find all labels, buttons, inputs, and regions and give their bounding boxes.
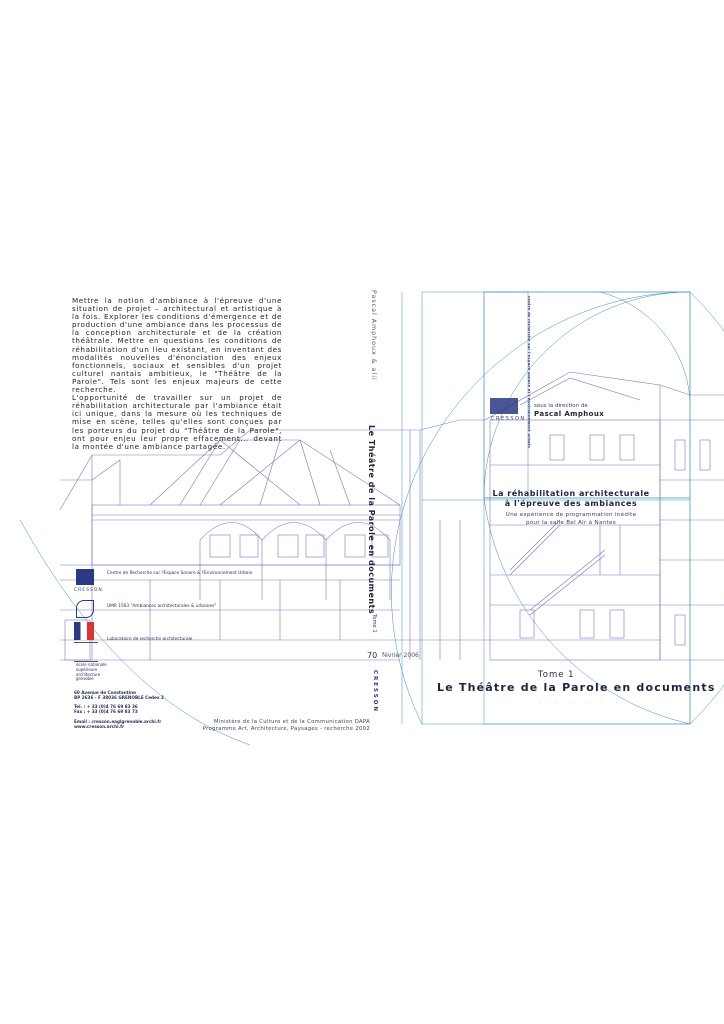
- front-vertical-label: centre de recherche sur l'espace sonore …: [527, 296, 531, 449]
- web-block: Email : cresson.eaglgrenoble.archi.fr ww…: [74, 719, 161, 729]
- director-name: Pascal Amphoux: [534, 410, 605, 418]
- lab-label: UMR 1563 "Ambiances architecturales & ur…: [107, 604, 217, 609]
- program-line: Programme Art, Architecture, Paysages - …: [202, 725, 370, 732]
- document-title: Le Théâtre de la Parole en documents: [437, 681, 716, 694]
- lab-label: Laboratoire de recherche architecturale: [107, 637, 193, 642]
- phone-block: Tel. : + 33 (0)4 76 69 83 36 Fax : + 33 …: [74, 704, 138, 714]
- phone-line: Tel. : + 33 (0)4 76 69 83 36: [74, 704, 138, 709]
- tome-label: Tome 1: [538, 670, 575, 680]
- email-link[interactable]: Email : cresson.eaglgrenoble.archi.fr: [74, 719, 162, 724]
- decorative-dots: · · · · · ·: [540, 700, 624, 706]
- spine-number: 70: [367, 651, 378, 660]
- cresson-logo: [76, 569, 94, 585]
- spine-logo: CRESSON: [372, 670, 378, 713]
- fax-line: Fax : + 33 (0)4 76 69 83 73: [74, 709, 138, 715]
- website-link[interactable]: www.cresson.archi.fr: [74, 724, 125, 730]
- direction-label: sous la direction de: [534, 403, 588, 409]
- main-title: La réhabilitation architecturale à l'épr…: [482, 489, 660, 508]
- main-title-line: à l'épreuve des ambiances: [504, 498, 638, 508]
- spine-author: Pascal Amphoux & alii: [370, 290, 377, 381]
- front-cresson-text: CRESSON: [491, 416, 526, 422]
- school-line: supérieure: [76, 666, 98, 672]
- back-cover-paragraph: L'opportunité de travailler sur un proje…: [72, 393, 282, 451]
- sub-title-line: Une expérience de programmation inédite: [505, 512, 637, 518]
- spine-tome: Tome 1: [371, 614, 377, 633]
- spine-date: février 2006: [382, 652, 419, 659]
- school-line: architecture: [76, 671, 101, 677]
- address-line: BP 2636 - F 38036 GRENOBLE Cedex 2: [74, 695, 164, 701]
- school-line: école nationale: [76, 662, 107, 667]
- school-name: école nationale supérieure architecture …: [76, 662, 107, 682]
- sub-title-line: pour la salle Bel Air à Nantes: [525, 519, 616, 526]
- ministry-line: Ministère de la Culture et de la Communi…: [213, 719, 370, 725]
- address-line: 60 Avenue de Constantine: [74, 690, 136, 695]
- back-cover-text: Mettre la notion d'ambiance à l'épreuve …: [72, 296, 282, 451]
- front-cresson-logo: [490, 398, 518, 414]
- school-line: grenoble: [76, 676, 94, 682]
- ministry-credit: Ministère de la Culture et de la Communi…: [200, 719, 370, 732]
- lab-label: Centre de Recherche sur l'Espace Sonore …: [107, 571, 253, 576]
- back-cover-paragraph: Mettre la notion d'ambiance à l'épreuve …: [72, 296, 282, 395]
- sub-title: Une expérience de programmation inédite …: [482, 512, 660, 527]
- main-title-line: La réhabilitation architecturale: [492, 489, 650, 498]
- ministry-logo: [74, 622, 94, 640]
- umr-logo: [76, 600, 94, 618]
- spine-title: Le Théâtre de la Parole en documents: [367, 425, 376, 615]
- address-block: 60 Avenue de Constantine BP 2636 - F 380…: [74, 690, 164, 700]
- cresson-logo-text: CRESSON: [74, 588, 103, 593]
- ensag-logo: [74, 642, 98, 662]
